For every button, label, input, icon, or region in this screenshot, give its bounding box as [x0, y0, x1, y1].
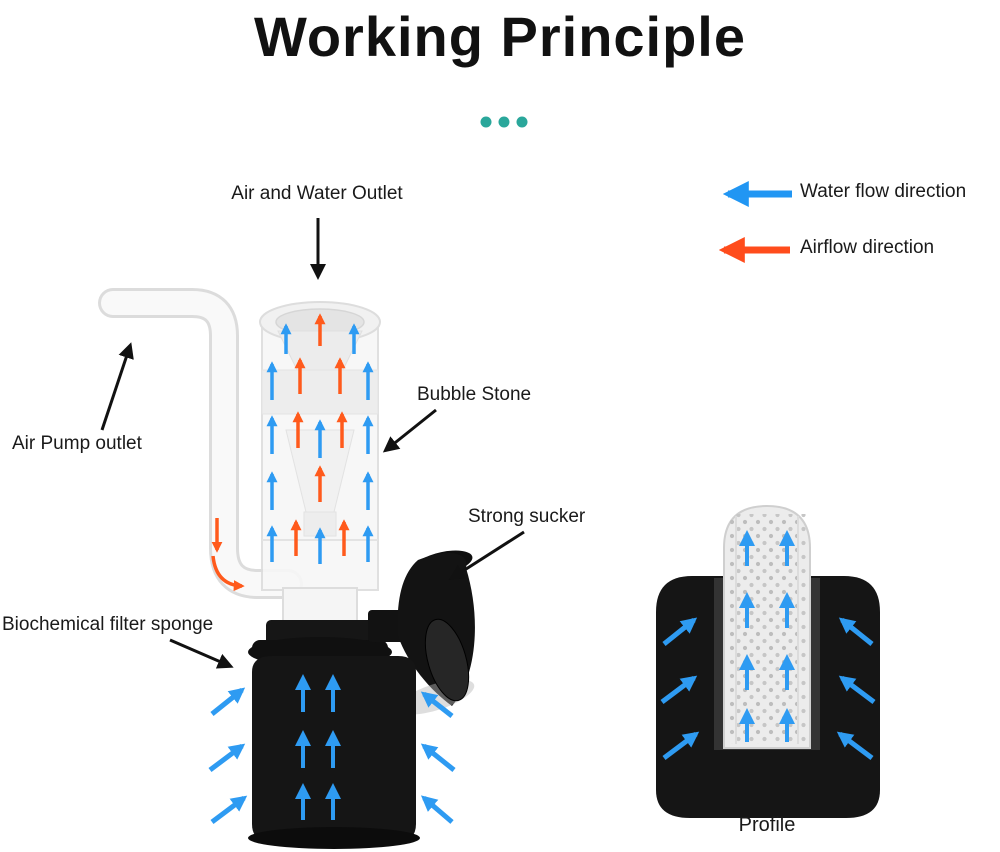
label-air-pump-outlet: Air Pump outlet	[12, 433, 142, 454]
legend-water-flow-label: Water flow direction	[800, 181, 967, 202]
air-arrows-main-tube	[290, 313, 350, 556]
air-pump-pointer-arrow	[100, 342, 134, 431]
sponge-pointer-arrow	[169, 638, 234, 669]
page-title: Working Principle	[253, 5, 747, 68]
air-arrows-pipe	[211, 518, 245, 592]
suction-cup	[368, 550, 475, 715]
label-strong-sucker: Strong sucker	[468, 506, 586, 527]
label-air-water-outlet: Air and Water Outlet	[231, 183, 403, 204]
label-bubble-stone: Bubble Stone	[417, 384, 532, 405]
bubble-stone-pointer-arrow	[382, 408, 437, 453]
title-accent-dots	[480, 116, 528, 128]
main-tube-assembly	[259, 301, 381, 625]
label-filter-sponge: Biochemical filter sponge	[2, 614, 214, 635]
label-profile: Profile	[738, 814, 796, 836]
water-arrows-sponge	[208, 674, 456, 824]
sucker-pointer-arrow	[448, 530, 525, 581]
profile-cutaway	[656, 504, 880, 818]
water-arrows-main-tube	[266, 323, 374, 564]
legend-airflow-label: Airflow direction	[800, 237, 935, 258]
